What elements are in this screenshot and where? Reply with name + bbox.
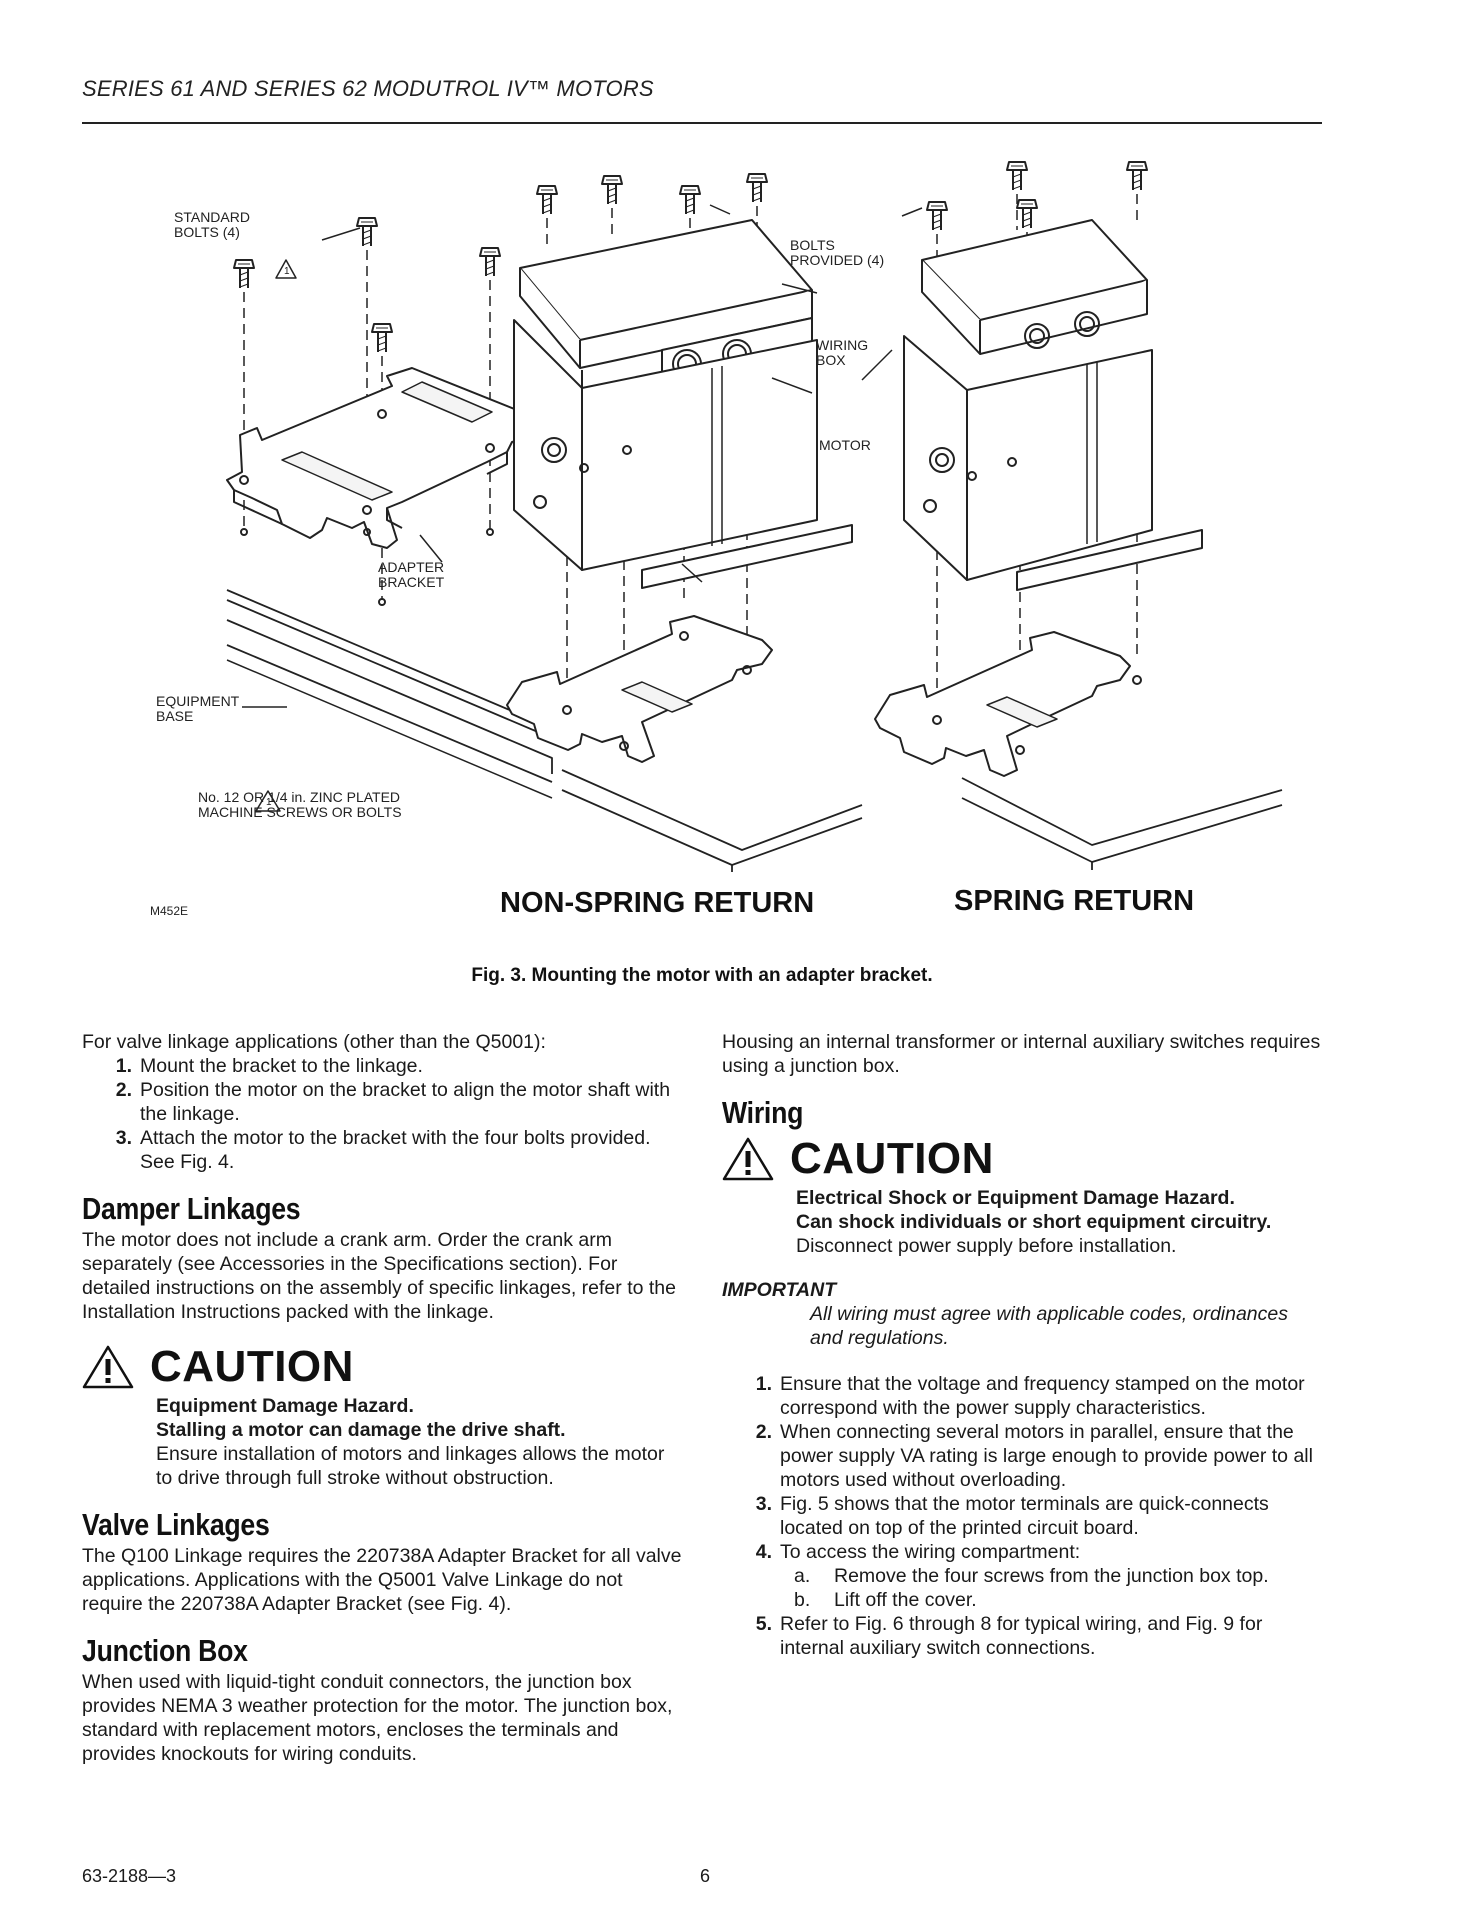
figure-3: STANDARD BOLTS (4) 1 BOLTS PROVIDED (4) … (82, 150, 1322, 986)
list-item: 2.Position the motor on the bracket to a… (115, 1079, 671, 1125)
label-note: No. 12 OR 1/4 in. ZINC PLATED MACHINE SC… (198, 789, 402, 820)
list-item: 3.Fig. 5 shows that the motor terminals … (755, 1493, 1269, 1539)
doc-number: 63-2188—3 (82, 1866, 177, 1886)
wiring-steps: 1.Ensure that the voltage and frequency … (722, 1372, 1322, 1564)
list-item: 1.Ensure that the voltage and frequency … (755, 1373, 1305, 1419)
caution-text: Disconnect power supply before installat… (796, 1235, 1177, 1257)
caution-hazard: Equipment Damage Hazard. (156, 1395, 414, 1417)
subcaption-non-spring: NON-SPRING RETURN (500, 887, 815, 919)
list-item: 1.Mount the bracket to the linkage. (115, 1055, 423, 1077)
caution-title: CAUTION (790, 1134, 994, 1183)
valve-text: The Q100 Linkage requires the 220738A Ad… (82, 1545, 682, 1615)
non-spring-motor (506, 173, 863, 872)
spring-motor (861, 161, 1283, 870)
caution-consequence: Can shock individuals or short equipment… (796, 1211, 1272, 1233)
running-header: SERIES 61 AND SERIES 62 MODUTROL IV™ MOT… (82, 76, 654, 101)
right-column: Housing an internal transformer or inter… (722, 1030, 1322, 1660)
valve-intro: For valve linkage applications (other th… (82, 1031, 546, 1053)
label-adapter-bracket: ADAPTER BRACKET (378, 559, 445, 590)
mounting-diagram (226, 161, 1283, 872)
label-bolts-provided: BOLTS PROVIDED (4) (790, 237, 885, 268)
wiring-substeps: a.Remove the four screws from the juncti… (722, 1564, 1322, 1612)
note-marker-2: 1 (266, 797, 272, 808)
heading-damper-linkages: Damper Linkages (82, 1191, 301, 1226)
left-column: For valve linkage applications (other th… (82, 1030, 682, 1766)
label-equipment-base: EQUIPMENT BASE (156, 693, 240, 724)
left-assembly (226, 217, 553, 812)
caution-equipment: CAUTION Equipment Damage Hazard. Stallin… (82, 1344, 682, 1490)
note-marker-1: 1 (284, 266, 290, 277)
warning-triangle-icon (722, 1137, 774, 1181)
list-item: 4.To access the wiring compartment: (755, 1541, 1081, 1563)
caution-consequence: Stalling a motor can damage the drive sh… (156, 1419, 566, 1441)
damper-text: The motor does not include a crank arm. … (82, 1229, 676, 1323)
heading-wiring: Wiring (722, 1095, 804, 1130)
junction-text: When used with liquid-tight conduit conn… (82, 1671, 673, 1765)
junction-intro: Housing an internal transformer or inter… (722, 1031, 1321, 1077)
header-rule (82, 122, 1322, 124)
caution-hazard: Electrical Shock or Equipment Damage Haz… (796, 1187, 1235, 1209)
label-motor: MOTOR (819, 437, 871, 453)
list-item: b.Lift off the cover. (794, 1589, 977, 1611)
label-wiring-box: WIRING BOX (816, 337, 869, 368)
caution-title: CAUTION (150, 1342, 354, 1391)
mount-steps: 1.Mount the bracket to the linkage. 2.Po… (82, 1054, 682, 1174)
drawing-id: M452E (150, 904, 189, 918)
caution-text: Ensure installation of motors and linkag… (156, 1443, 665, 1489)
label-standard-bolts: STANDARD BOLTS (4) (174, 209, 250, 240)
warning-triangle-icon (82, 1345, 134, 1389)
subcaption-spring: SPRING RETURN (954, 885, 1195, 917)
list-item: 2.When connecting several motors in para… (755, 1421, 1313, 1491)
list-item: 5.Refer to Fig. 6 through 8 for typical … (755, 1613, 1263, 1659)
important-label: IMPORTANT (722, 1279, 837, 1301)
important-text: All wiring must agree with applicable co… (810, 1303, 1288, 1349)
important-note: IMPORTANT All wiring must agree with app… (722, 1278, 1322, 1350)
heading-junction-box: Junction Box (82, 1633, 248, 1668)
caution-electrical: CAUTION Electrical Shock or Equipment Da… (722, 1136, 1322, 1258)
wiring-step-5: 5.Refer to Fig. 6 through 8 for typical … (722, 1612, 1322, 1660)
list-item: 3.Attach the motor to the bracket with t… (115, 1127, 651, 1173)
page-number: 6 (700, 1866, 711, 1886)
figure-caption: Fig. 3. Mounting the motor with an adapt… (471, 965, 933, 986)
list-item: a.Remove the four screws from the juncti… (794, 1565, 1269, 1587)
heading-valve-linkages: Valve Linkages (82, 1507, 270, 1542)
